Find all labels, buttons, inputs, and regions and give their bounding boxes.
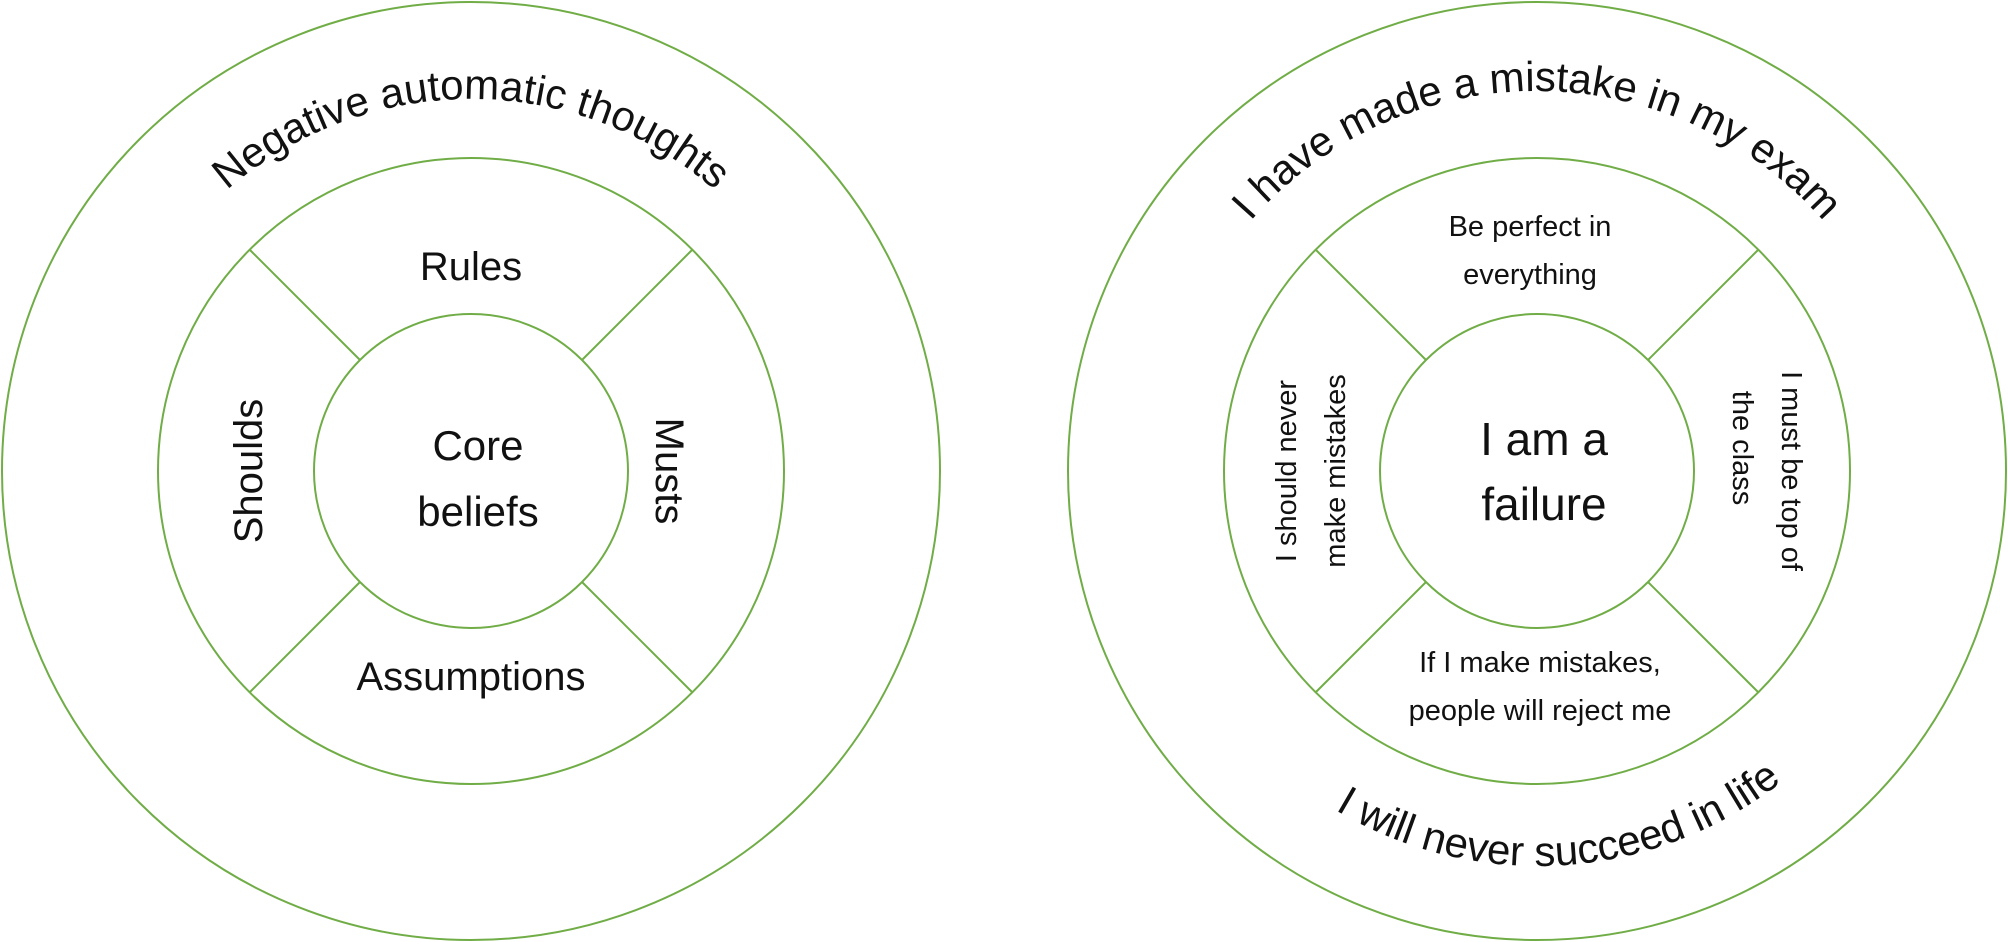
left-diagram: Negative automatic thoughts Rules Assump… — [1, 1, 941, 941]
divider — [581, 249, 693, 361]
middle-ring — [157, 157, 785, 785]
middle-ring — [1223, 157, 1851, 785]
segment-right-label: Musts — [647, 418, 691, 525]
segment-left-line2: make mistakes — [1320, 374, 1352, 567]
divider — [1647, 249, 1759, 361]
outer-label: Negative automatic thoughts — [203, 61, 739, 197]
divider — [1315, 249, 1427, 361]
outer-ring — [1, 1, 941, 941]
segment-bottom-line2: people will reject me — [1409, 695, 1672, 727]
divider — [1315, 581, 1427, 693]
outer-top-label: I have made a mistake in my exam — [1222, 53, 1851, 228]
divider — [581, 581, 693, 693]
segment-right-line1: I must be top of — [1775, 371, 1807, 572]
divider — [249, 249, 361, 361]
center-label-line2: failure — [1481, 478, 1606, 530]
center-label-line1: I am a — [1480, 413, 1608, 465]
segment-left-label: Shoulds — [227, 399, 271, 544]
segment-top-line1: Be perfect in — [1449, 211, 1612, 243]
inner-ring — [1379, 313, 1695, 629]
segment-bottom-line1: If I make mistakes, — [1419, 647, 1661, 679]
segment-right-line2: the class — [1726, 391, 1758, 505]
divider — [1647, 581, 1759, 693]
outer-bottom-label: I will never succeed in life — [1330, 751, 1787, 875]
center-label-line2: beliefs — [417, 488, 538, 535]
right-diagram: I have made a mistake in my exam I will … — [1067, 1, 2007, 941]
outer-ring — [1067, 1, 2007, 941]
inner-ring — [313, 313, 629, 629]
segment-bottom-label: Assumptions — [357, 655, 586, 699]
center-label-line1: Core — [432, 422, 523, 469]
divider — [249, 581, 361, 693]
segment-left-line1: I should never — [1271, 380, 1303, 563]
segment-top-label: Rules — [420, 245, 522, 289]
segment-top-line2: everything — [1463, 259, 1597, 291]
